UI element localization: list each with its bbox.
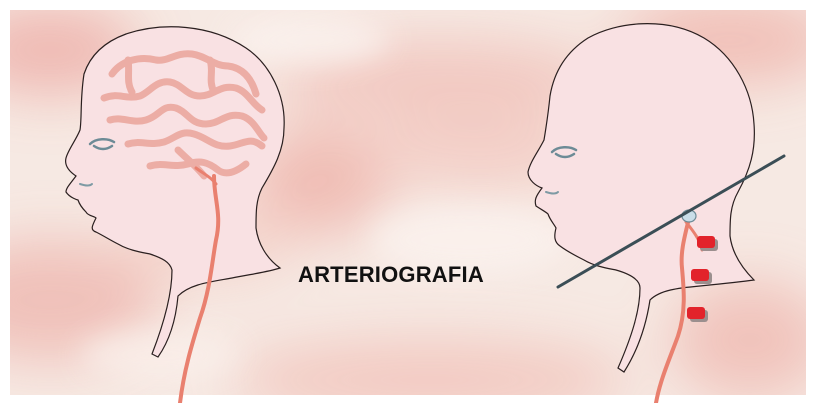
marker-2 bbox=[691, 269, 712, 284]
marker-1 bbox=[697, 236, 718, 251]
marker-3 bbox=[687, 307, 708, 322]
right-head-silhouette bbox=[528, 24, 754, 372]
center-label: ARTERIOGRAFIA bbox=[298, 262, 538, 288]
